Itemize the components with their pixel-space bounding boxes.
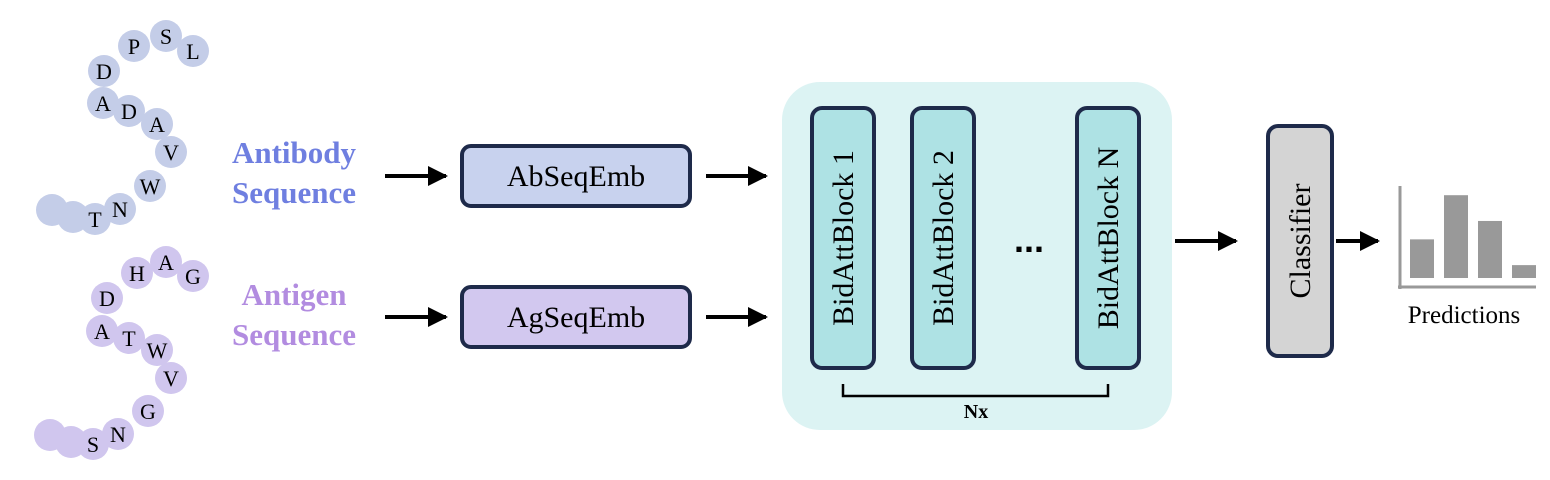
- residue: W: [134, 170, 166, 202]
- classifier-label: Classifier: [1284, 184, 1317, 299]
- residue: P: [118, 30, 150, 62]
- bidatt-block-2: [910, 106, 976, 370]
- residue: A: [86, 315, 118, 347]
- antigen-chain: S N G V W T A D H A G: [34, 246, 209, 460]
- classifier-box: [1266, 124, 1334, 358]
- prediction-bar: [1512, 265, 1536, 278]
- svg-text:W: W: [140, 174, 161, 199]
- predictions-label: Predictions: [1408, 302, 1521, 329]
- residue: S: [77, 428, 109, 460]
- residue: W: [141, 334, 173, 366]
- residue: A: [141, 108, 173, 140]
- svg-text:T: T: [88, 207, 102, 232]
- svg-text:N: N: [112, 197, 128, 222]
- residue: D: [88, 55, 120, 87]
- residue: G: [132, 395, 164, 427]
- svg-text:A: A: [95, 91, 111, 116]
- svg-text:A: A: [149, 112, 165, 137]
- residue: L: [177, 35, 209, 67]
- antigen-sequence-label: Sequence: [232, 317, 356, 352]
- bidatt-block-2-label: BidAttBlock 2: [927, 150, 960, 326]
- residue: V: [155, 136, 187, 168]
- residue: A: [87, 87, 119, 119]
- bidatt-block-n: [1075, 106, 1141, 370]
- residue: T: [79, 203, 111, 235]
- prediction-bar: [1478, 220, 1502, 278]
- ag-seq-emb-box: [460, 285, 692, 349]
- bidatt-block-1-label: BidAttBlock 1: [827, 150, 860, 326]
- svg-text:G: G: [140, 399, 156, 424]
- svg-text:N: N: [110, 422, 126, 447]
- prediction-bar: [1410, 239, 1434, 278]
- svg-text:D: D: [121, 99, 137, 124]
- residue: N: [102, 418, 134, 450]
- predictions-chart: [1398, 186, 1536, 289]
- antigen-label: Antigen: [241, 277, 346, 312]
- antibody-label: Antibody: [232, 135, 357, 170]
- svg-text:P: P: [128, 34, 140, 59]
- ab-seq-emb-box: [460, 144, 692, 208]
- bidatt-block-panel: [782, 82, 1172, 430]
- svg-text:G: G: [185, 264, 201, 289]
- residue: V: [155, 362, 187, 394]
- residue: D: [91, 282, 123, 314]
- svg-text:W: W: [147, 338, 168, 363]
- antibody-sequence-label: Sequence: [232, 175, 356, 210]
- residue: N: [104, 193, 136, 225]
- repeat-bracket: [841, 384, 1110, 398]
- svg-text:H: H: [129, 261, 145, 286]
- svg-text:D: D: [99, 286, 115, 311]
- svg-text:S: S: [87, 432, 99, 457]
- residue: G: [177, 260, 209, 292]
- residue: A: [150, 246, 182, 278]
- svg-text:S: S: [160, 24, 172, 49]
- svg-text:V: V: [163, 366, 179, 391]
- residue: T: [113, 322, 145, 354]
- bidatt-block-n-label: BidAttBlock N: [1092, 147, 1125, 330]
- ag-seq-emb-label: AgSeqEmb: [507, 301, 645, 334]
- svg-text:V: V: [163, 140, 179, 165]
- block-ellipsis: ...: [1014, 219, 1044, 260]
- svg-text:A: A: [94, 319, 110, 344]
- residue: S: [150, 20, 182, 52]
- antibody-chain: T N W V A D A D P S L: [36, 20, 209, 235]
- svg-text:L: L: [186, 39, 199, 64]
- residue: H: [121, 257, 153, 289]
- svg-text:A: A: [158, 250, 174, 275]
- ab-seq-emb-label: AbSeqEmb: [507, 160, 645, 193]
- residue: D: [113, 95, 145, 127]
- repeat-label: Nx: [964, 401, 988, 423]
- bidatt-block-1: [810, 106, 876, 370]
- prediction-bar: [1444, 195, 1468, 278]
- svg-text:T: T: [122, 326, 136, 351]
- svg-text:D: D: [96, 59, 112, 84]
